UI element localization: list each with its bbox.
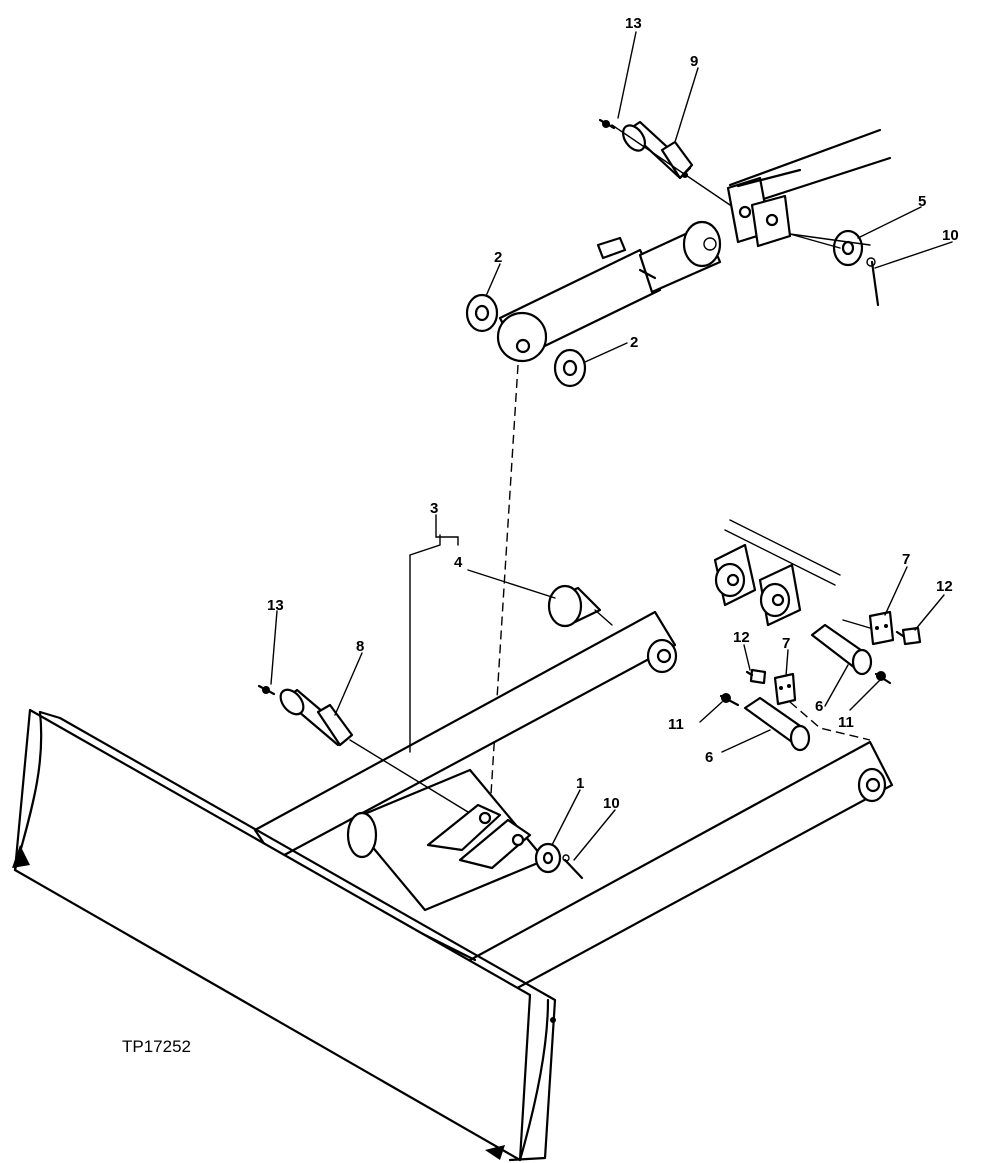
callout-labels: 13 9 5 10 2 2 3 4 7 12 12 7 6 11 11 6 13… bbox=[267, 15, 959, 812]
tractor-mount-brackets bbox=[713, 519, 841, 627]
callout-10-lower: 10 bbox=[603, 795, 620, 812]
plate-7-lower bbox=[773, 672, 797, 706]
callout-11-right: 11 bbox=[838, 714, 854, 731]
callout-1: 1 bbox=[576, 775, 584, 792]
callout-6-upper: 6 bbox=[815, 698, 823, 715]
callout-8: 8 bbox=[356, 638, 364, 655]
bolt-12-upper bbox=[895, 626, 922, 646]
lock-13-lower bbox=[257, 684, 276, 696]
callout-7-lower: 7 bbox=[782, 635, 790, 652]
callout-3: 3 bbox=[430, 500, 438, 517]
lock-13-upper bbox=[598, 118, 616, 130]
callout-11-left: 11 bbox=[668, 716, 684, 733]
bolt-11-left bbox=[719, 693, 740, 707]
plate-7-upper bbox=[868, 610, 895, 646]
callout-10-upper: 10 bbox=[942, 227, 959, 244]
cotter-pin-10-upper bbox=[866, 257, 880, 307]
bolt-12-lower bbox=[745, 668, 767, 685]
cylinder bbox=[496, 220, 722, 363]
washer-2-right bbox=[553, 348, 587, 388]
callout-13-upper: 13 bbox=[625, 15, 642, 32]
pin-9 bbox=[621, 120, 694, 180]
callout-9: 9 bbox=[690, 53, 698, 70]
bolt-11-right bbox=[874, 671, 892, 685]
callout-7-upper: 7 bbox=[902, 551, 910, 568]
bushing-4 bbox=[547, 584, 602, 628]
pin-6-lower bbox=[743, 696, 811, 752]
upper-frame-arm bbox=[726, 128, 892, 248]
washer-1 bbox=[534, 842, 562, 874]
callout-2-left: 2 bbox=[494, 249, 502, 266]
pin-6-upper bbox=[810, 623, 873, 676]
callout-12-upper: 12 bbox=[936, 578, 953, 595]
pin-8 bbox=[279, 688, 354, 747]
callout-4: 4 bbox=[454, 554, 463, 571]
callout-5: 5 bbox=[918, 193, 926, 210]
figure-id: TP17252 bbox=[122, 1037, 191, 1056]
washer-2-left bbox=[465, 293, 499, 333]
callout-2-right: 2 bbox=[630, 334, 638, 351]
callout-12-lower: 12 bbox=[733, 629, 750, 646]
cotter-pin-10-lower bbox=[562, 854, 584, 880]
callout-6-lower: 6 bbox=[705, 749, 713, 766]
callout-13-lower: 13 bbox=[267, 597, 284, 614]
blade bbox=[12, 708, 557, 1162]
callout-leaders bbox=[270, 31, 953, 861]
